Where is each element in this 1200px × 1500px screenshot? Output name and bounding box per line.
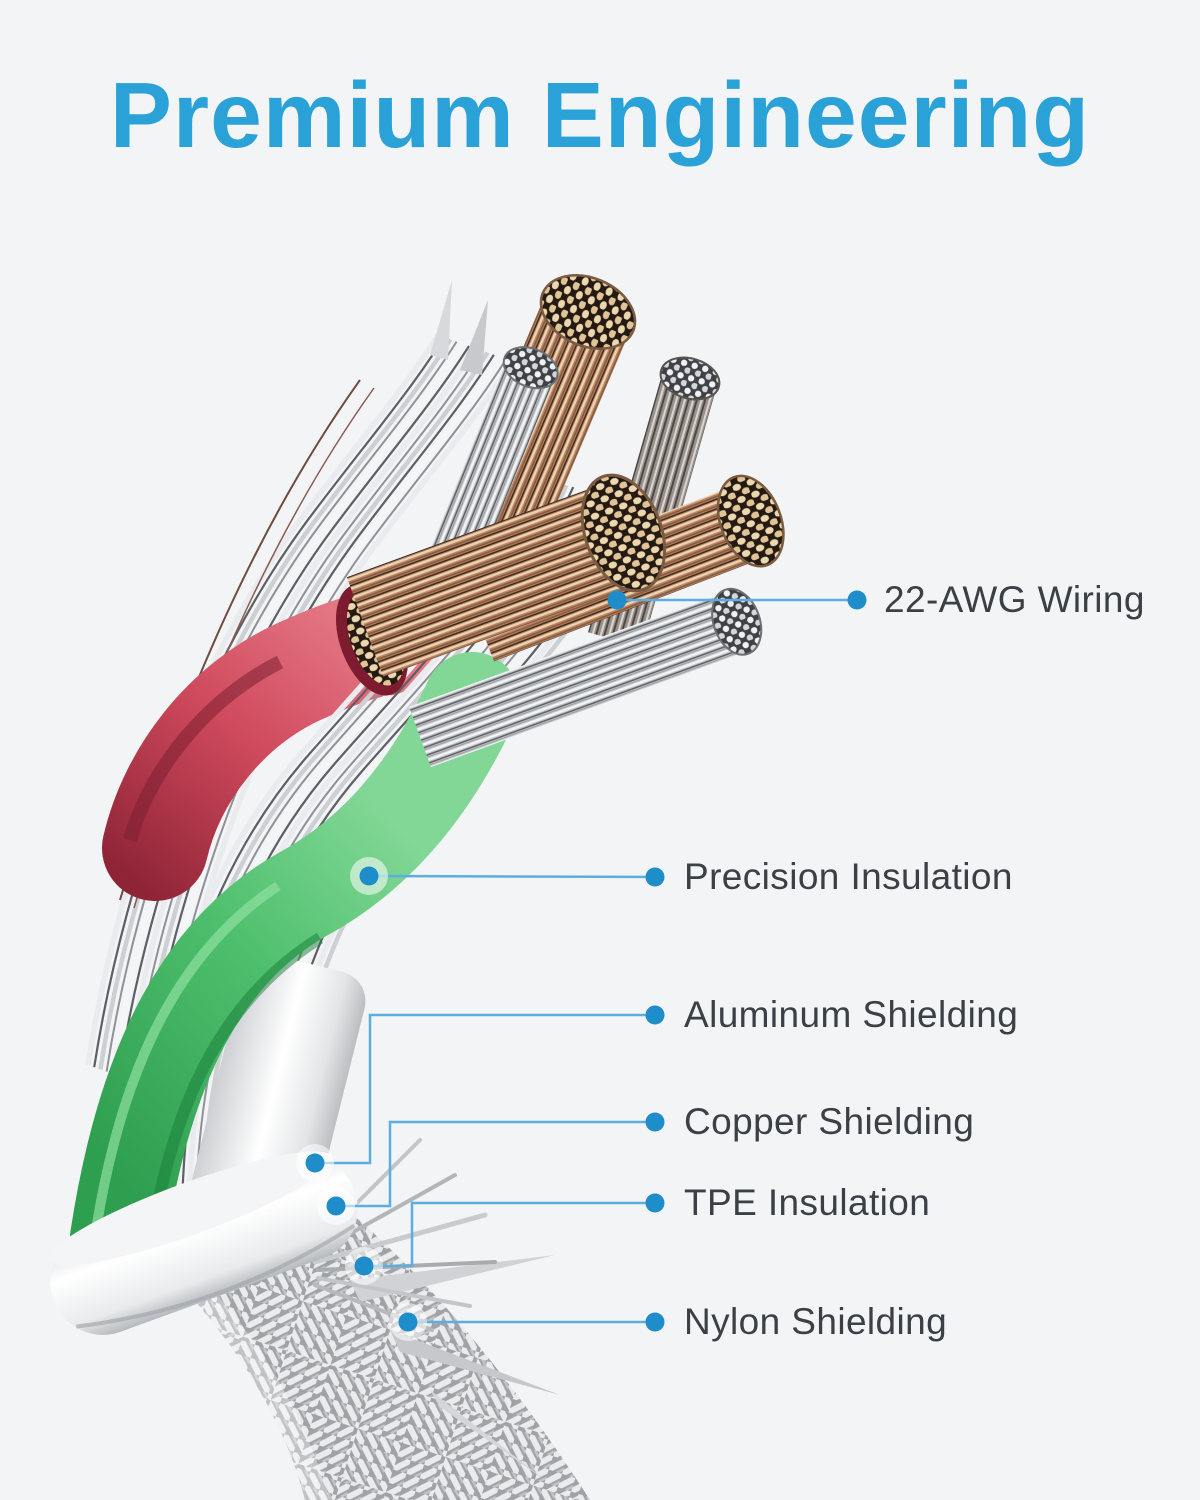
label-awg-wiring: 22-AWG Wiring (884, 579, 1145, 620)
leader-awg (607, 590, 867, 610)
label-aluminum-shielding: Aluminum Shielding (684, 994, 1019, 1035)
leader-nylon (389, 1303, 665, 1341)
label-copper-shielding: Copper Shielding (684, 1101, 975, 1142)
page-title: Premium Engineering (109, 63, 1091, 167)
label-nylon-shielding: Nylon Shielding (684, 1301, 948, 1342)
silver-strand-bundle (409, 587, 763, 768)
label-tpe-insulation: TPE Insulation (684, 1182, 931, 1223)
label-precision-insulation: Precision Insulation (684, 856, 1013, 897)
leader-aluminum (296, 1005, 665, 1182)
leader-precision (350, 857, 665, 895)
leader-tpe (345, 1193, 665, 1285)
leader-copper (317, 1112, 665, 1225)
silver-strand-bundle (430, 346, 559, 565)
tpe-collar (49, 1151, 358, 1335)
awg-copper-bundle (346, 473, 667, 677)
